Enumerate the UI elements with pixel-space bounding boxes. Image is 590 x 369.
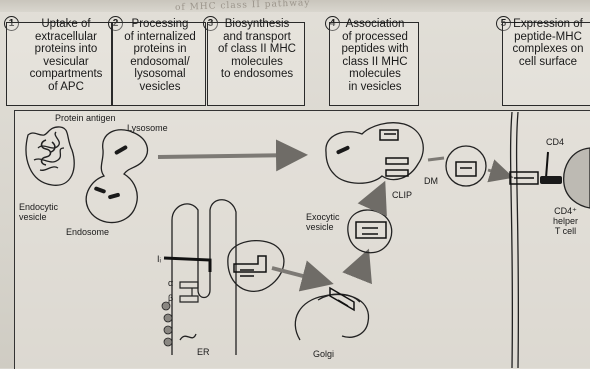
endoplasmic-reticulum bbox=[172, 200, 236, 355]
label-endocytic-vesicle: Endocytic vesicle bbox=[19, 202, 58, 222]
mhc-clip-complex bbox=[380, 130, 408, 176]
label-cd4: CD4 bbox=[546, 137, 564, 147]
apc-membrane bbox=[511, 112, 519, 368]
label-exocytic-vesicle: Exocytic vesicle bbox=[306, 212, 340, 232]
label-protein-antigen: Protein antigen bbox=[55, 113, 116, 123]
loaded-mhc-vesicle bbox=[446, 146, 486, 186]
golgi-mhc-complex bbox=[330, 288, 354, 310]
peptide-fragments bbox=[94, 145, 128, 200]
label-dm: DM bbox=[424, 176, 438, 186]
cd4-coreceptor bbox=[546, 152, 560, 180]
arrow-to-processing bbox=[158, 155, 300, 157]
arrow-dm bbox=[428, 158, 444, 160]
label-invariant-chain: Iᵢ bbox=[157, 254, 161, 264]
label-clip: CLIP bbox=[392, 190, 412, 200]
label-golgi: Golgi bbox=[313, 349, 334, 359]
label-cd4-helper-t-cell: CD4⁺ helper T cell bbox=[553, 206, 578, 236]
peptide-in-vesicle bbox=[336, 145, 350, 155]
exocytic-mhc-complex bbox=[356, 222, 386, 238]
ribosomes bbox=[162, 302, 172, 346]
label-endosome: Endosome bbox=[66, 227, 109, 237]
label-alpha: α bbox=[168, 278, 173, 288]
arrow-to-association bbox=[374, 188, 382, 206]
mhc-ii-ii-complex bbox=[234, 256, 266, 276]
golgi-apparatus bbox=[295, 294, 368, 340]
label-beta: β bbox=[168, 293, 173, 303]
exocytic-vesicle bbox=[348, 210, 392, 253]
arrow-to-exocytic bbox=[358, 256, 366, 276]
arrow-to-surface bbox=[488, 170, 508, 176]
label-lysosome: Lysosome bbox=[127, 123, 168, 133]
class-ii-mhc-er bbox=[180, 282, 198, 302]
label-er: ER bbox=[197, 347, 210, 357]
tcr bbox=[540, 176, 562, 184]
lysosome-endosome bbox=[86, 130, 147, 223]
surface-mhc-complex bbox=[510, 172, 538, 184]
t-cell bbox=[564, 148, 590, 208]
loaded-mhc-complex bbox=[456, 162, 476, 176]
invariant-chain bbox=[164, 258, 210, 272]
endocytic-vesicle bbox=[26, 127, 74, 185]
